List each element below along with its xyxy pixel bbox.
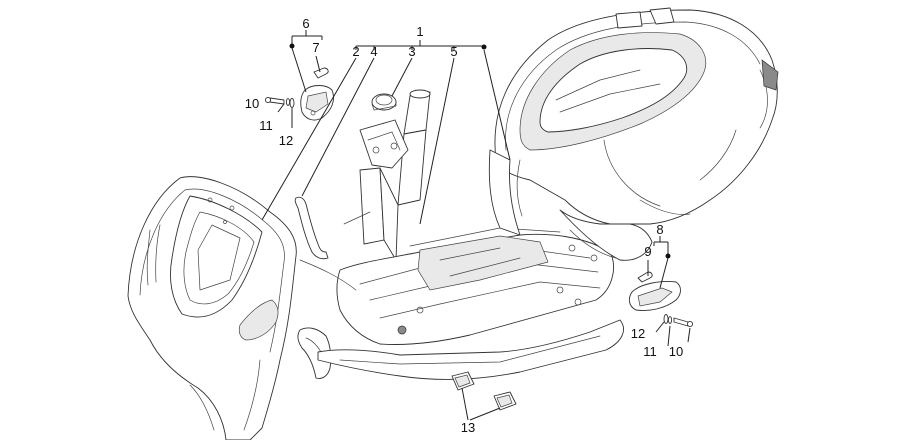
callout-lines (261, 30, 691, 421)
fastener-set-right (663, 314, 694, 328)
callout-13: 13 (461, 420, 475, 435)
callout-1: 1 (416, 24, 423, 39)
front-shield (127, 176, 297, 440)
grommet (371, 93, 397, 111)
front-cover-plate (300, 67, 334, 121)
callout-labels: 1 2 4 3 5 6 7 10 11 12 8 9 12 11 10 13 (245, 16, 683, 435)
callout-10-right: 10 (669, 344, 683, 359)
fastener-set-left (264, 96, 295, 108)
bracket-hook (294, 196, 329, 260)
rubber-pads (451, 371, 517, 411)
callout-9: 9 (644, 244, 651, 259)
callout-6: 6 (302, 16, 309, 31)
callout-7: 7 (312, 40, 319, 55)
rear-cover-plate (628, 271, 681, 311)
rear-body (488, 7, 779, 262)
callout-12-left: 12 (279, 133, 293, 148)
callout-12-right: 12 (631, 326, 645, 341)
callout-2: 2 (352, 44, 359, 59)
frame-chassis (299, 89, 624, 380)
callout-10-left: 10 (245, 96, 259, 111)
inner-panel-small (297, 327, 332, 379)
callout-3: 3 (408, 44, 415, 59)
callout-8: 8 (656, 222, 663, 237)
callout-11-left: 11 (259, 118, 273, 133)
callout-4: 4 (370, 44, 377, 59)
callout-5: 5 (450, 44, 457, 59)
callout-11-right: 11 (643, 344, 657, 359)
